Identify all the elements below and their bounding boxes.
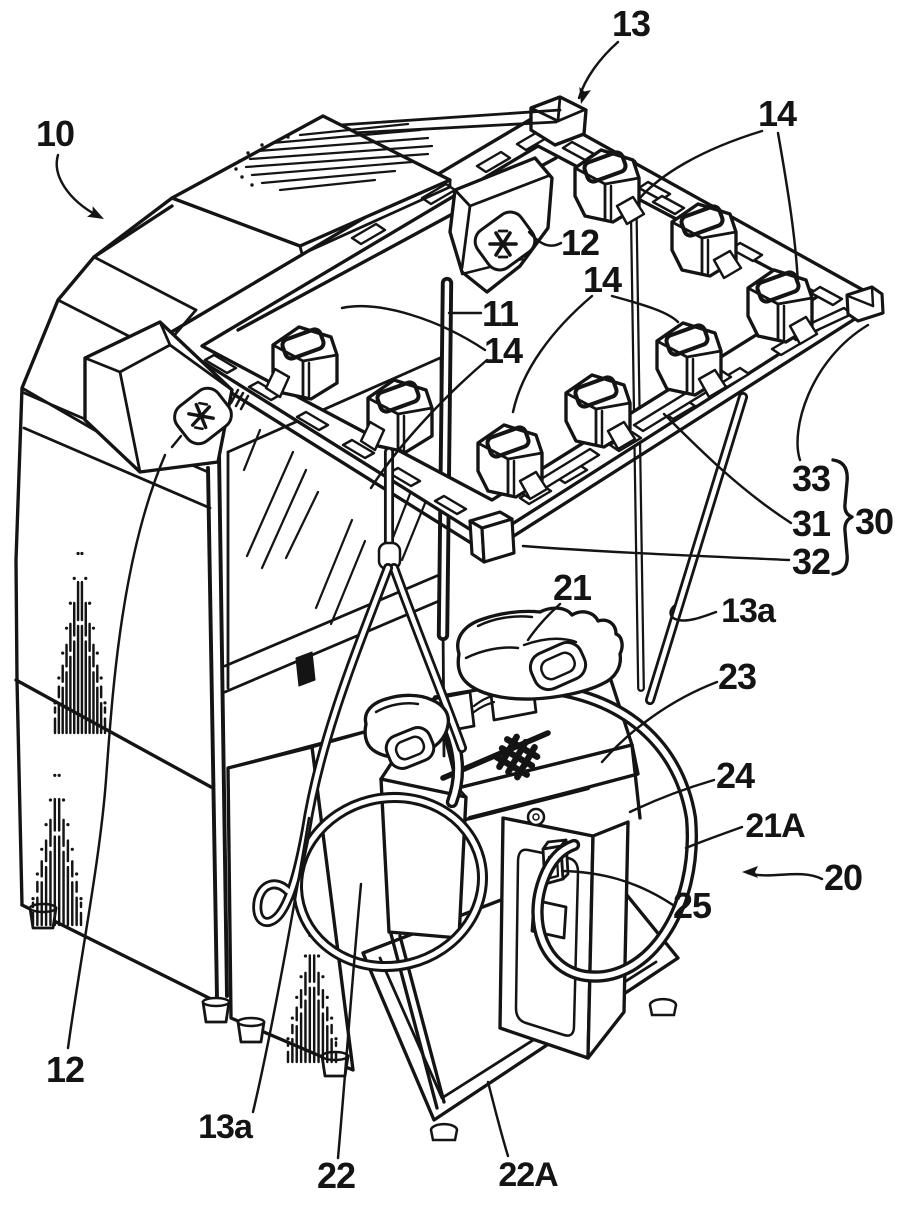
- svg-text:20: 20: [824, 857, 862, 898]
- svg-text:11: 11: [482, 293, 519, 334]
- svg-text:13a: 13a: [198, 1108, 254, 1146]
- svg-text:13: 13: [612, 3, 650, 44]
- svg-text:12: 12: [46, 1049, 84, 1090]
- svg-text:14: 14: [583, 259, 622, 300]
- svg-text:23: 23: [718, 656, 756, 697]
- svg-text:30: 30: [855, 501, 893, 542]
- svg-text:25: 25: [673, 885, 712, 926]
- svg-text:22: 22: [317, 1155, 355, 1196]
- svg-text:31: 31: [792, 503, 831, 544]
- svg-text:14: 14: [758, 93, 797, 134]
- svg-text:10: 10: [36, 113, 74, 154]
- svg-text:12: 12: [561, 222, 599, 263]
- svg-text:21A: 21A: [745, 807, 805, 845]
- svg-text:33: 33: [792, 458, 830, 499]
- svg-text:21: 21: [553, 567, 592, 608]
- svg-text:13a: 13a: [721, 592, 777, 630]
- svg-text:14: 14: [484, 330, 523, 371]
- svg-text:22A: 22A: [498, 1156, 558, 1194]
- svg-text:32: 32: [792, 541, 830, 582]
- svg-text:24: 24: [716, 755, 755, 796]
